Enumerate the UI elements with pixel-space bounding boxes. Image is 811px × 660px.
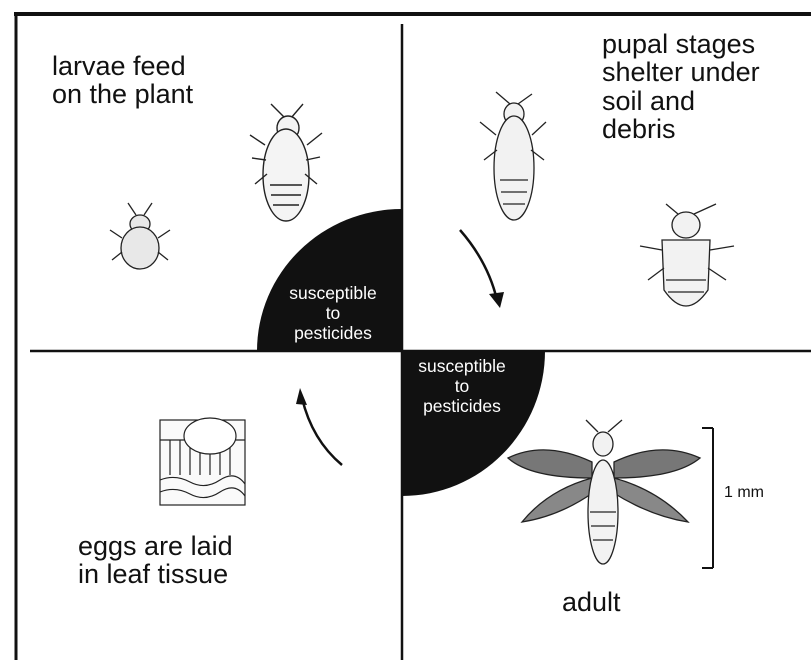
susceptible-label-bottom: susceptible to pesticides xyxy=(402,356,522,416)
pupae-label-line1: pupal stages xyxy=(602,30,760,58)
egg-in-leaf-icon xyxy=(160,418,245,505)
eggs-label-line2: in leaf tissue xyxy=(78,560,233,588)
arrow-head-down xyxy=(489,292,504,308)
susceptible-top-line2: to xyxy=(268,303,398,323)
susceptible-bottom-line2: to xyxy=(402,376,522,396)
larvae-label-line2: on the plant xyxy=(52,80,193,108)
larva-large-icon xyxy=(250,104,322,221)
adult-thrips-icon xyxy=(508,420,700,564)
pupae-label-line3: soil and xyxy=(602,87,760,115)
pupa-lower-icon xyxy=(640,204,734,306)
eggs-label: eggs are laid in leaf tissue xyxy=(78,532,233,589)
larvae-label-line1: larvae feed xyxy=(52,52,193,80)
susceptible-bottom-line3: pesticides xyxy=(402,396,522,416)
susceptible-bottom-line1: susceptible xyxy=(402,356,522,376)
susceptible-top-line1: susceptible xyxy=(268,283,398,303)
pupae-label-line2: shelter under xyxy=(602,58,760,86)
larvae-label: larvae feed on the plant xyxy=(52,52,193,109)
larva-small-icon xyxy=(110,203,170,269)
eggs-label-line1: eggs are laid xyxy=(78,532,233,560)
pupae-label: pupal stages shelter under soil and debr… xyxy=(602,30,760,143)
pupae-label-line4: debris xyxy=(602,115,760,143)
scale-bar xyxy=(702,428,713,568)
arrow-head-up xyxy=(296,388,307,405)
pupa-upper-icon xyxy=(480,92,546,220)
susceptible-label-top: susceptible to pesticides xyxy=(268,283,398,343)
adult-label: adult xyxy=(562,588,621,616)
susceptible-top-line3: pesticides xyxy=(268,323,398,343)
scale-label: 1 mm xyxy=(724,484,764,502)
